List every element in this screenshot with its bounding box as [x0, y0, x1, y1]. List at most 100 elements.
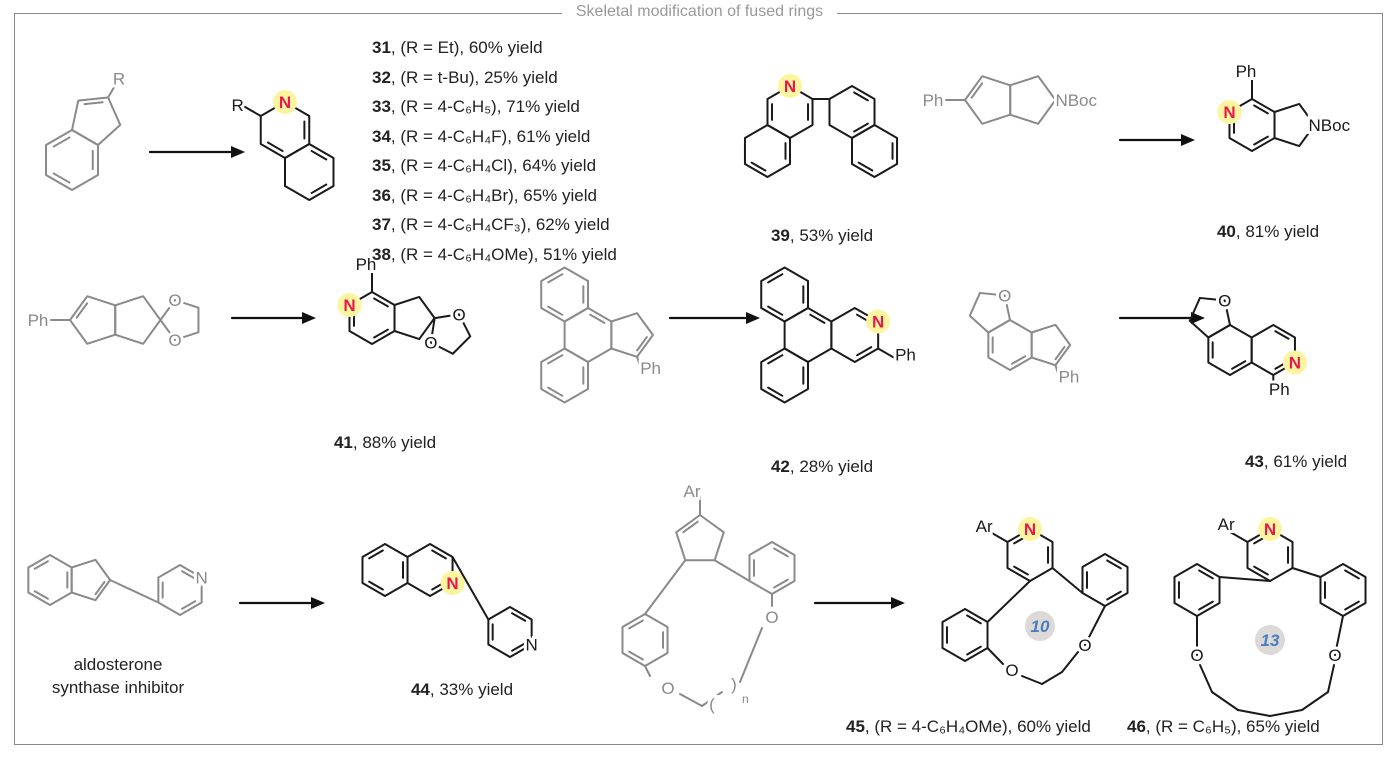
bond	[33, 560, 49, 570]
ring	[69, 295, 117, 345]
bond	[767, 305, 784, 316]
bond	[1253, 104, 1269, 115]
bond	[547, 305, 564, 316]
atom-label-o: O	[424, 334, 437, 353]
bond	[853, 122, 869, 133]
ring	[828, 85, 876, 139]
bond	[1344, 569, 1360, 580]
ring	[610, 312, 654, 358]
compound-45-label: 45, (R = 4-C₆H₄OMe), 60% yield	[846, 717, 1091, 736]
ring	[361, 543, 409, 597]
bond	[310, 149, 328, 161]
bond	[547, 354, 564, 365]
atom-label-n: N	[1024, 520, 1036, 539]
bond	[1237, 709, 1271, 717]
bond	[547, 273, 564, 284]
bond	[809, 313, 826, 324]
bond	[1218, 576, 1271, 582]
bond	[83, 101, 104, 106]
bond	[628, 650, 644, 661]
bond	[1344, 600, 1360, 611]
bond	[767, 386, 784, 397]
bond	[767, 354, 784, 365]
ring	[964, 75, 1012, 125]
atom-label-ph: Ph	[923, 91, 944, 110]
atom-label-open_paren: (	[709, 695, 715, 714]
atom-label-n: N	[343, 296, 355, 315]
bond	[877, 347, 897, 360]
list-item: 35, (R = 4-C₆H₄Cl), 64% yield	[372, 156, 597, 175]
reaction-arrow-head	[1191, 312, 1205, 324]
list-item: 31, (R = Et), 60% yield	[372, 38, 543, 57]
caption-line: synthase inhibitor	[51, 678, 185, 697]
nitrogen-highlight	[337, 293, 362, 317]
ring	[1081, 553, 1129, 607]
series-31-38-list: 31, (R = Et), 60% yield 32, (R = t-Bu), …	[372, 33, 617, 269]
ring-size-badge	[1025, 611, 1055, 641]
compound-39-label: 39, 53% yield	[770, 226, 874, 245]
bond	[1231, 360, 1247, 370]
bond	[986, 580, 1031, 623]
ring	[429, 313, 472, 355]
bond	[368, 549, 384, 560]
bond	[511, 642, 527, 652]
ring	[563, 307, 613, 363]
atom-label-ar: Ar	[976, 517, 993, 536]
bond	[1253, 565, 1269, 576]
ring	[748, 541, 796, 595]
ring	[851, 124, 899, 178]
bond	[107, 77, 121, 99]
bond	[1274, 330, 1290, 340]
bond	[1334, 615, 1344, 656]
ring	[159, 299, 200, 341]
atom-label-o: O	[1078, 636, 1091, 655]
ring	[941, 608, 989, 662]
reaction-arrow-head	[1181, 134, 1195, 146]
atom-label-o: O	[452, 305, 465, 324]
bond	[1198, 600, 1214, 611]
bond	[431, 549, 447, 560]
bond	[713, 559, 751, 582]
atom-label-n: N	[526, 636, 538, 655]
atom-label-ph: Ph	[640, 359, 661, 378]
bond	[1013, 565, 1029, 576]
ring-size-badge	[1255, 625, 1285, 655]
atom-label-o: O	[765, 608, 778, 627]
ring	[540, 347, 589, 404]
compound-46-label: 46, (R = C₆H₅), 65% yield	[1127, 717, 1320, 736]
bond	[373, 297, 389, 308]
atom-label-o: O	[168, 331, 181, 350]
reaction-arrow-head	[311, 597, 325, 609]
ring	[1319, 563, 1367, 617]
bond	[739, 627, 763, 683]
bond	[966, 645, 982, 656]
ring-size-label: 13	[1261, 631, 1280, 650]
bond	[682, 520, 699, 534]
bond	[75, 302, 89, 319]
ring	[1030, 323, 1072, 367]
bond	[1229, 531, 1249, 543]
bond	[701, 691, 723, 707]
atom-label-ph: Ph	[895, 346, 916, 365]
bond	[773, 547, 789, 558]
ring	[968, 291, 1011, 334]
atom-label-n: N	[196, 569, 208, 588]
compound-43-label: 43, 61% yield	[1244, 452, 1348, 471]
compound-42-label: 42, 28% yield	[770, 457, 874, 476]
bond	[1301, 691, 1329, 711]
bond	[856, 346, 873, 357]
atom-label-ph: Ph	[1059, 367, 1080, 386]
bond	[94, 580, 106, 596]
atom-label-nboc: NBoc	[1055, 91, 1097, 110]
bond	[240, 104, 262, 117]
bond	[1011, 355, 1027, 365]
bond	[644, 559, 687, 615]
bond	[368, 580, 384, 591]
nitrogen-highlight	[866, 309, 891, 334]
bond	[52, 136, 71, 148]
nitrogen-highlight	[440, 571, 465, 595]
bond	[52, 172, 71, 184]
bond	[1106, 590, 1122, 601]
